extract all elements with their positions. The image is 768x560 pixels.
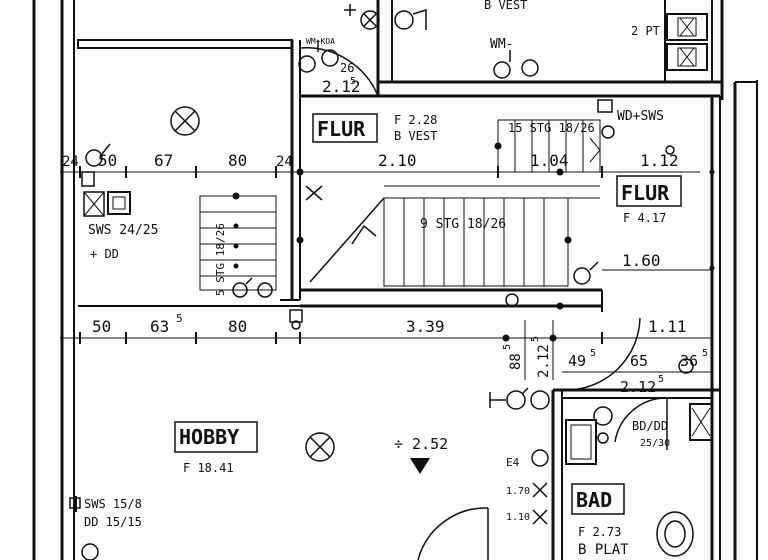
dimension-lines [60, 142, 715, 380]
outer-walls [32, 0, 758, 560]
room-name-flur: FLUR [317, 117, 366, 141]
dimension-label: 2.12 [536, 344, 552, 378]
dimension-label: 24 [276, 154, 293, 170]
room-name-flur: FLUR [621, 181, 670, 205]
room-name-frames [174, 113, 682, 515]
height-label: 1.10 [506, 512, 530, 523]
dimension-label: 63 [150, 317, 169, 336]
dimension-label: 5 [176, 312, 183, 325]
dimension-label: 5 [590, 348, 596, 359]
e-label: E4 [506, 456, 520, 469]
dimension-label: 2.10 [378, 151, 417, 170]
dimension-label: 3.39 [406, 317, 445, 336]
dimension-label: 5 [502, 344, 513, 350]
dimension-label: 5 [702, 348, 708, 359]
stair-label: 9 STG 18/26 [420, 217, 506, 232]
bd-dd-size-label: 25/30 [640, 438, 670, 449]
dimension-label: 80 [228, 151, 247, 170]
sws-label: SWS 24/25 [88, 223, 158, 238]
text-labels: FLUR F 2.28 B VEST FLUR F 4.17 HOBBY F 1… [62, 0, 708, 558]
interior-walls [77, 0, 722, 560]
dimension-label: 1.11 [648, 317, 687, 336]
wall-switch-icon [489, 387, 550, 410]
room-name-hobby: HOBBY [179, 425, 239, 449]
dimension-label: 88 [508, 353, 524, 370]
height-label: 1.70 [506, 486, 530, 497]
socket-icon [298, 40, 339, 73]
room-name-bad: BAD [576, 488, 612, 512]
sws-label: SWS 15/8 [84, 497, 142, 511]
dimension-label: 65 [630, 352, 648, 370]
ceiling-light-icon [305, 432, 335, 462]
dimension-label: 5 [350, 76, 356, 87]
room-area: F 2.28 [394, 113, 437, 127]
wm-label: WM- [490, 37, 513, 52]
toilet-icon [656, 511, 694, 557]
stairs [199, 119, 601, 291]
dimension-label: 5 [658, 374, 664, 385]
dimension-label: 5 [530, 336, 541, 342]
wd-sws-label: WD+SWS [617, 109, 664, 124]
level-marker-icon [410, 458, 430, 474]
dimension-label: 80 [228, 317, 247, 336]
room-area: F 2.73 [578, 525, 621, 539]
wmkoa-label: WM+KOA [306, 37, 335, 46]
room-floor: B VEST [394, 129, 437, 143]
dimension-label: 50 [92, 317, 111, 336]
dimension-label: 24 [62, 154, 79, 170]
bd-dd-label: BD/DD [632, 419, 668, 433]
socket-icon [344, 4, 427, 30]
fixtures [69, 4, 713, 560]
dd-label: DD 15/15 [84, 515, 142, 529]
stair-label: 15 STG 18/26 [508, 121, 595, 135]
dimension-label: 2.12 [322, 77, 361, 96]
dimension-label: 50 [98, 151, 117, 170]
dimension-label: 26 [340, 61, 354, 75]
top-pt-label: 2 PT [631, 24, 660, 38]
dimension-label: 49 [568, 352, 586, 370]
top-floor-label: B VEST [484, 0, 527, 12]
room-floor: B PLAT [578, 542, 629, 558]
dd-label: + DD [90, 247, 119, 261]
dimension-label: 2.12 [620, 378, 656, 396]
dimension-label: 1.12 [640, 151, 679, 170]
door-swings [299, 47, 668, 560]
room-area: F 18.41 [183, 461, 234, 475]
dimension-label: 36 [680, 352, 698, 370]
stair-label: 5 STG 18/26 [214, 223, 227, 296]
socket-icon [493, 50, 539, 79]
ceiling-light-icon [170, 106, 200, 136]
dimension-label: 67 [154, 151, 173, 170]
room-area: F 4.17 [623, 211, 666, 225]
level-label: ÷ 2.52 [394, 435, 448, 453]
dimension-label: 1.04 [530, 151, 569, 170]
dimension-label: 1.60 [622, 251, 661, 270]
